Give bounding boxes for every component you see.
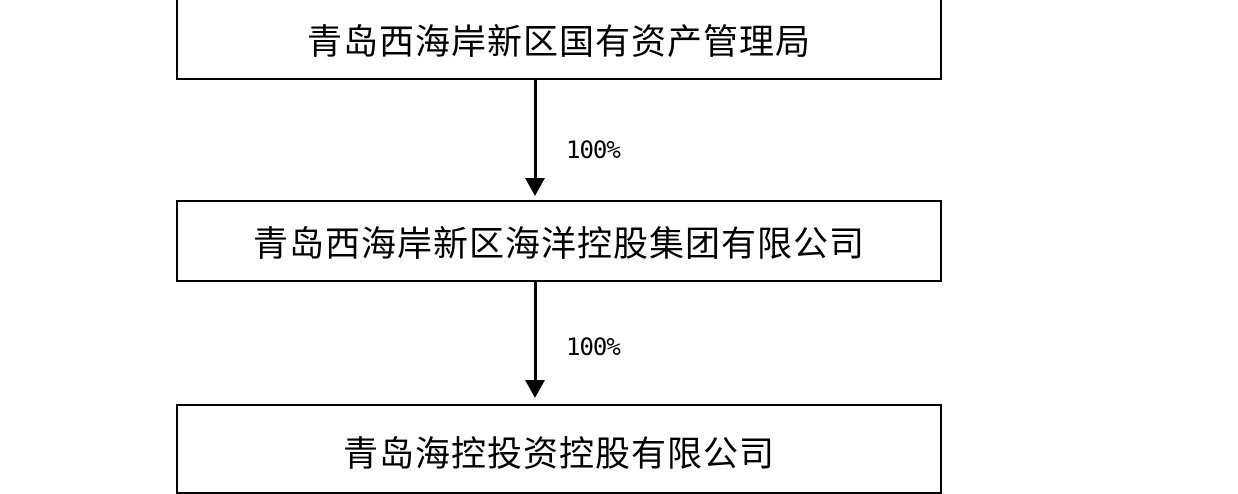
arrow-down-icon — [525, 178, 545, 196]
node-label: 青岛西海岸新区海洋控股集团有限公司 — [252, 224, 865, 265]
node-ocean-holding-group: 青岛西海岸新区海洋控股集团有限公司 — [176, 200, 942, 282]
edge-label-2: 100% — [566, 333, 621, 361]
node-haikong-investment: 青岛海控投资控股有限公司 — [176, 404, 942, 494]
node-label: 青岛海控投资控股有限公司 — [342, 435, 775, 475]
arrow-down-icon — [525, 380, 545, 398]
edge-line-2 — [534, 282, 537, 382]
ownership-structure-diagram: 青岛西海岸新区国有资产管理局 100% 青岛西海岸新区海洋控股集团有限公司 10… — [176, 0, 942, 494]
node-state-assets-bureau: 青岛西海岸新区国有资产管理局 — [176, 0, 942, 80]
edge-line-1 — [534, 80, 537, 180]
edge-label-1: 100% — [566, 136, 621, 164]
node-label: 青岛西海岸新区国有资产管理局 — [306, 22, 811, 63]
